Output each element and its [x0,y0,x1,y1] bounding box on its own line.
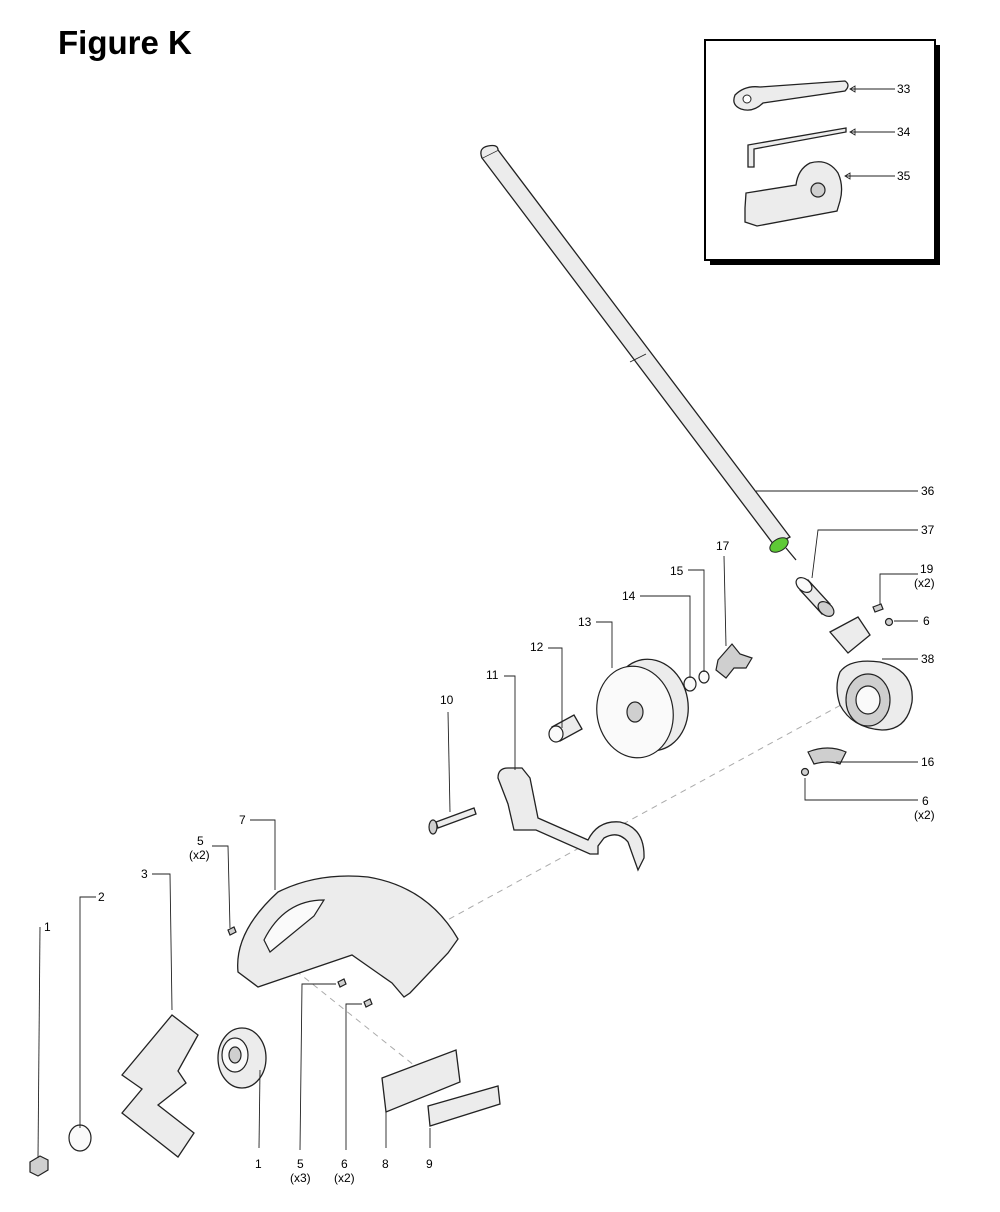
callout-34: 34 [897,125,911,139]
shaft-coupler-highlight [769,537,789,553]
callout-labels: 1 2 3 5 (x2) 7 1 5 (x3) 6 (x2) 8 9 10 11… [44,82,935,1185]
callout-7: 7 [239,813,246,827]
callout-36: 36 [921,484,935,498]
callout-8: 8 [382,1157,389,1171]
callout-5b-qty: (x3) [290,1171,311,1185]
blade-part [121,1014,199,1158]
plate-8-part [381,1049,461,1113]
blade-washer-part [217,1027,267,1089]
callout-14: 14 [622,589,636,603]
bracket-part [497,767,645,872]
callout-37: 37 [921,523,935,537]
bolt-part [428,807,477,835]
callout-5b: 5 [297,1157,304,1171]
leader-lines [37,490,918,1159]
callout-6c: 6 [922,794,929,808]
gearbox-part [828,616,913,731]
washer-14 [683,676,697,692]
callout-3: 3 [141,867,148,881]
callout-6b-qty: (x2) [334,1171,355,1185]
callout-5a-qty: (x2) [189,848,210,862]
callout-2: 2 [98,890,105,904]
figure-title: Figure K [58,24,192,61]
shaft-part [480,144,797,561]
plate-9-part [427,1085,501,1127]
screw-6a [884,617,894,627]
callout-19-qty: (x2) [914,576,935,590]
callout-13: 13 [578,615,592,629]
hex-key-part [747,127,847,168]
wheel-part [596,658,689,759]
screw-5b [337,978,347,988]
callout-38: 38 [921,652,935,666]
wrench-part [733,80,849,111]
callout-1a: 1 [44,920,51,934]
guard-clip-part [807,747,847,765]
tools-inset [704,39,940,265]
callout-12: 12 [530,640,544,654]
callout-1b: 1 [255,1157,262,1171]
blade-bolt-part [29,1155,49,1177]
callout-33: 33 [897,82,911,96]
callout-6c-qty: (x2) [914,808,935,822]
callout-17: 17 [716,539,730,553]
screw-6c [800,767,810,777]
callout-10: 10 [440,693,454,707]
callout-6b: 6 [341,1157,348,1171]
screw-6b [363,998,373,1008]
washer-15 [698,670,710,684]
callout-9: 9 [426,1157,433,1171]
spark-plug-tool-part [744,161,843,227]
screw-19 [872,603,884,613]
callout-6a: 6 [923,614,930,628]
callout-15: 15 [670,564,684,578]
bushing-part [795,577,835,617]
guard-part [237,875,459,998]
spacer-part [548,714,583,743]
callout-19: 19 [920,562,934,576]
callout-16: 16 [921,755,935,769]
knob-part [715,643,753,679]
screw-5a [227,926,237,936]
callout-5a: 5 [197,834,204,848]
callout-35: 35 [897,169,911,183]
nut-washer-part [68,1124,92,1152]
callout-11: 11 [486,668,499,682]
